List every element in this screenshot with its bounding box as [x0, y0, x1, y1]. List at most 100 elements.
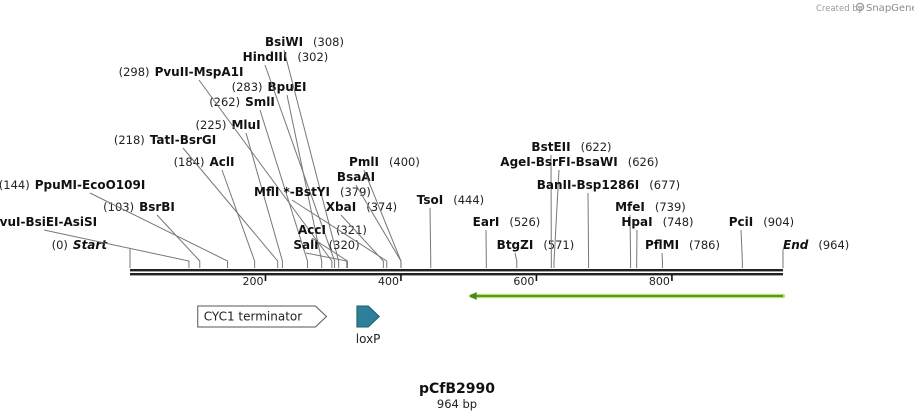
site-position-label: (379) [340, 185, 371, 199]
site-leader-line [363, 169, 402, 268]
site-position-label: (677) [649, 178, 680, 192]
backbone [130, 269, 783, 276]
site-separator: - [571, 178, 576, 192]
site-enzyme-label: EarI [473, 215, 500, 229]
site-eari: EarI(526) [473, 215, 540, 268]
site-enzyme-label: BsrBI [139, 200, 175, 214]
site-leader-line [286, 94, 323, 268]
site-leader-line [89, 192, 229, 268]
site-leader-line [283, 49, 340, 268]
site-enzyme-label: PvuI [0, 215, 20, 229]
site-enzyme-label: AsiSI [64, 215, 98, 229]
site-leader-line [198, 79, 333, 268]
site-enzyme-label: Bsp1286I [576, 178, 639, 192]
site-mfei: MfeI(739) [615, 200, 686, 268]
site-leader-line [629, 214, 632, 268]
plasmid-length: 964 bp [437, 397, 477, 411]
site-position-label: (964) [818, 238, 849, 252]
site-smli: (262)SmlI [209, 95, 308, 268]
site-hindiii: HindIII (302) [243, 50, 336, 268]
site-separator: - [77, 178, 82, 192]
site-enzyme-label: TatI [150, 133, 175, 147]
site-enzyme-label: BstYI [295, 185, 330, 199]
site-separator: - [189, 65, 194, 79]
site-agei: AgeI - BsrFI - BsaWI(626) [500, 155, 659, 268]
site-ppumi: (144) PpuMI - EcoO109I [0, 178, 229, 268]
site-enzyme-label: AccI [298, 223, 326, 237]
site-hpai: HpaI (748) [621, 215, 694, 268]
site-leader-line [305, 252, 348, 268]
snapgene-logo-icon [855, 2, 865, 12]
site-position-label: (302) [297, 50, 328, 64]
site-leader-line [429, 207, 432, 268]
feature-loxp: loxP [356, 305, 381, 346]
site-bsiwi: BsiWI(308) [265, 35, 344, 268]
site-bsteii: BstEII(622) [531, 140, 612, 268]
site-leader-line [182, 147, 279, 268]
site-leader-line [340, 214, 384, 268]
ruler-tick-label: 600 [513, 275, 534, 288]
site-enzyme-label: BsiWI [265, 35, 303, 49]
site-enzyme-label: PmlI [349, 155, 379, 169]
site-enzyme-label: MspA1I [194, 65, 244, 79]
watermark-brand: SnapGene [866, 3, 914, 14]
site-tsoi: TsoI (444) [417, 193, 484, 268]
site-btgzi: BtgZI(571) [497, 238, 574, 268]
site-position-label: (748) [663, 215, 694, 229]
site-enzyme-label: BstEII [531, 140, 570, 154]
site-leader-line [264, 64, 336, 268]
site-enzyme-label: EcoO109I [82, 178, 145, 192]
site-acli: (184)AclI [174, 155, 256, 268]
site-enzyme-label: PvuII [155, 65, 189, 79]
ruler-tick: 800 [649, 275, 673, 288]
feature-arrow [356, 305, 381, 328]
site-separator: - [175, 133, 180, 147]
site-banii: BanII - Bsp1286I (677) [537, 178, 680, 268]
site-position-label: (320) [329, 238, 360, 252]
site-enzyme-label: XbaI [326, 200, 356, 214]
ruler-tick: 600 [513, 275, 538, 288]
arrow-left-icon [468, 292, 477, 300]
site-position-label: (225) [196, 118, 227, 132]
site-position-label: (321) [336, 223, 367, 237]
backbone-top-strand [130, 269, 783, 272]
site-enzyme-label: AclI [210, 155, 235, 169]
site-leader-line [291, 199, 388, 268]
site-leader-line [514, 252, 518, 268]
site-position-label: (444) [453, 193, 484, 207]
site-enzyme-label: BanII [537, 178, 572, 192]
watermark: Created by SnapGene [816, 2, 914, 14]
site-position-label: (400) [389, 155, 420, 169]
site-enzyme-label: BsrGI [180, 133, 217, 147]
site-start: (0)Start [52, 238, 131, 268]
site-enzyme-label: MluI [231, 118, 260, 132]
site-separator: - [20, 215, 25, 229]
site-position-label: (218) [114, 133, 145, 147]
plasmid-name: pCfB2990 [419, 381, 495, 397]
ruler-tick: 200 [242, 275, 267, 288]
backbone-bottom-strand [130, 273, 783, 276]
site-enzyme-label: PciI [729, 215, 754, 229]
site-position-label: (374) [366, 200, 397, 214]
site-end: End (964) [782, 238, 849, 268]
site-position-label: (283) [232, 80, 263, 94]
site-enzyme-label: MfeI [615, 200, 645, 214]
site-enzyme-label: BsrFI [536, 155, 571, 169]
site-pcii: PciI(904) [729, 215, 794, 268]
site-xbai: XbaI (374) [326, 200, 397, 268]
site-enzyme-label: SalI [293, 238, 318, 252]
site-leader-line [311, 237, 348, 268]
site-position-label: (144) [0, 178, 30, 192]
site-enzyme-label: TsoI [417, 193, 443, 207]
site-tati: (218) TatI - BsrGI [114, 133, 279, 268]
site-enzyme-label: End [783, 238, 809, 252]
site-enzyme-label: PpuMI [35, 178, 77, 192]
ruler-tick-label: 800 [649, 275, 670, 288]
site-enzyme-label: BsaWI [576, 155, 618, 169]
site-position-label: (571) [543, 238, 574, 252]
site-enzyme-label: SmlI [245, 95, 275, 109]
site-enzyme-label: HpaI [621, 215, 652, 229]
site-mlui: (225) MluI [196, 118, 283, 268]
site-enzyme-label: HindIII [243, 50, 288, 64]
